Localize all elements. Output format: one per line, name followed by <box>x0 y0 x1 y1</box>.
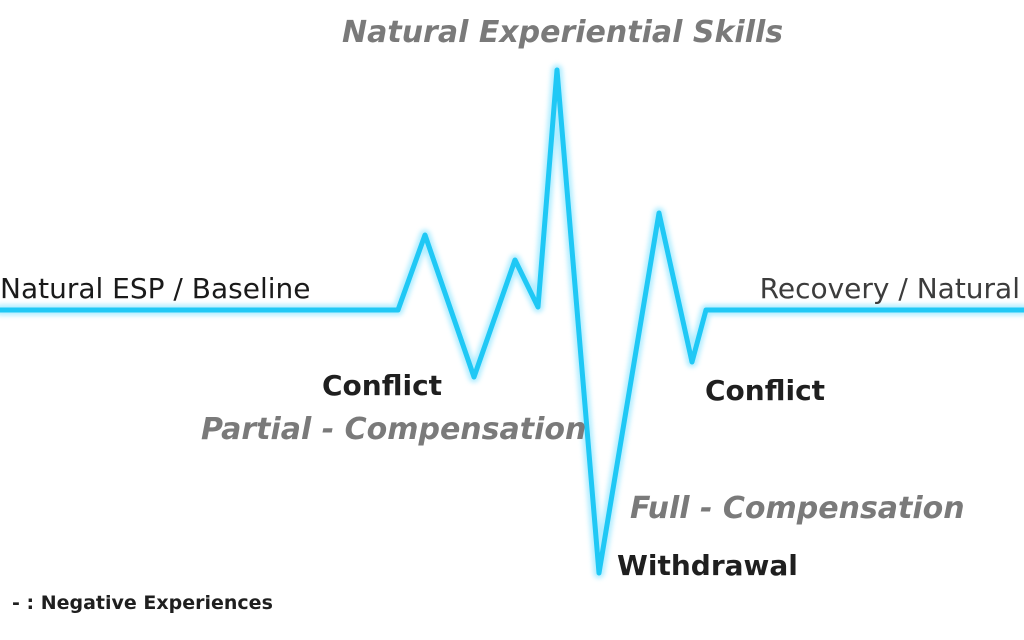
baseline-label: Natural ESP / Baseline <box>0 272 311 305</box>
conflict-left-label: Conflict <box>322 369 443 402</box>
recovery-label: Recovery / Natural <box>759 272 1020 305</box>
legend-note: - : Negative Experiences <box>12 592 273 614</box>
partial-compensation-label: Partial - Compensation <box>201 412 587 447</box>
peak-label: Natural Experiential Skills <box>342 15 784 50</box>
full-compensation-label: Full - Compensation <box>630 491 965 526</box>
waveform-line <box>0 67 1024 576</box>
conflict-right-label: Conflict <box>705 374 826 407</box>
withdrawal-label: Withdrawal <box>617 549 798 582</box>
